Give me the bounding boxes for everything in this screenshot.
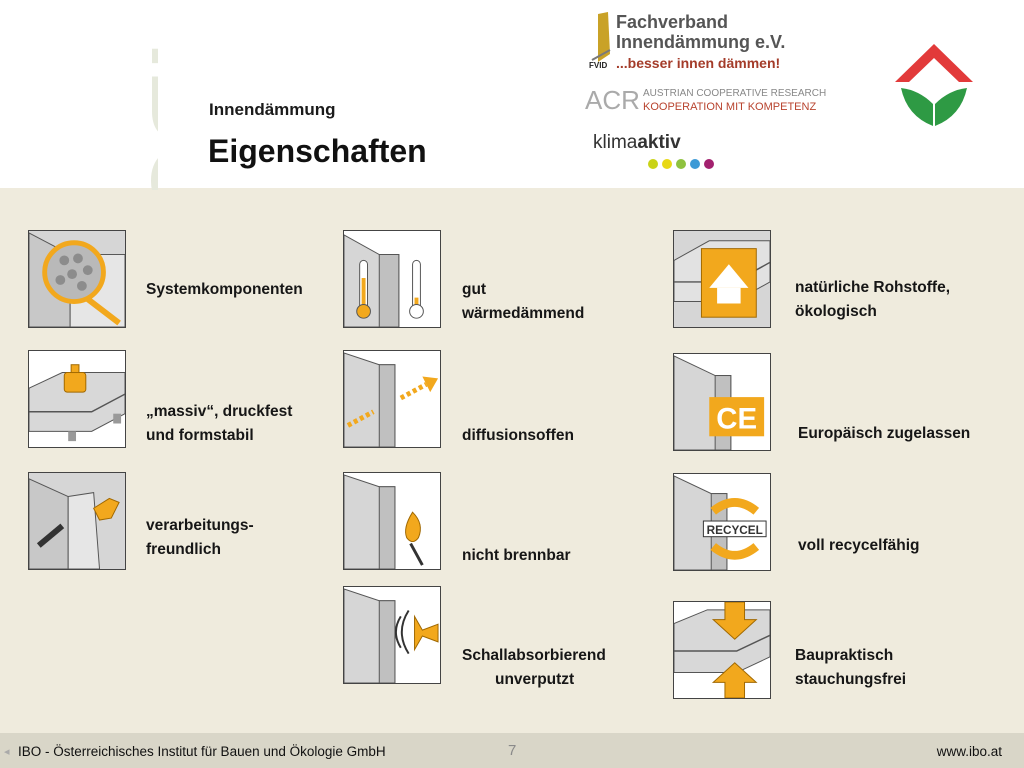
property-label: „massiv“, druckfest und formstabil [146,403,293,444]
red-green-house-logo [895,44,973,126]
property-label: nicht brennbar [462,547,571,564]
compression-arrows-icon [673,601,771,699]
property-label: Baupraktisch stauchungsfrei [795,647,907,688]
property-label: gut wärmedämmend [462,281,585,322]
svg-text:RECYCEL: RECYCEL [707,524,763,537]
page-number: 7 [508,742,517,759]
svg-text:klimaaktiv: klimaaktiv [593,132,681,153]
sound-horn-icon [343,586,441,684]
svg-text:...besser innen dämmen!: ...besser innen dämmen! [616,55,780,71]
fvid-logo: FVID Fachverband Innendämmung e.V. ...be… [589,12,785,71]
ibo-watermark: IBO [130,42,158,190]
svg-text:FVID: FVID [589,61,607,70]
slide-subtitle: Innendämmung [209,100,336,119]
eco-label-icon [673,230,771,328]
recycle-icon: RECYCEL [673,473,771,571]
svg-text:IBO: IBO [130,42,158,190]
svg-text:KOOPERATION MIT KOMPETENZ: KOOPERATION MIT KOMPETENZ [643,101,816,113]
property-label: Systemkomponenten [146,281,303,298]
svg-text:AUSTRIAN COOPERATIVE RESEARCH: AUSTRIAN COOPERATIVE RESEARCH [643,88,826,99]
weight-icon [28,350,126,448]
slide-footer: ◂ IBO - Österreichisches Institut für Ba… [0,733,1024,768]
svg-text:ACR: ACR [585,85,640,114]
footer-organization: IBO - Österreichisches Institut für Baue… [18,744,386,759]
properties-grid: Systemkomponenten „massiv“, druckfest un… [0,188,1024,733]
thermometer-icon [343,230,441,328]
footer-website[interactable]: www.ibo.at [936,744,1002,759]
property-label: Schallabsorbierend unverputzt [462,647,606,688]
magnifier-icon [28,230,126,328]
acr-logo: ACR AUSTRIAN COOPERATIVE RESEARCH KOOPER… [585,85,826,114]
slide-header: IBO Innendämmung Eigenschaften FVID Fach… [0,0,1024,190]
flame-icon [343,472,441,570]
property-label: diffusionsoffen [462,427,574,444]
property-label: Europäisch zugelassen [798,425,971,442]
svg-text:CE: CE [716,402,757,435]
ce-mark-icon: CE [673,353,771,451]
svg-text:Fachverband: Fachverband [616,12,728,32]
svg-text:Innendämmung e.V.: Innendämmung e.V. [616,32,785,52]
slide-title: Eigenschaften [208,133,427,169]
diffusion-arrow-icon [343,350,441,448]
saw-icon [28,472,126,570]
property-label: natürliche Rohstoffe, ökologisch [795,279,951,320]
footer-mark: ◂ [4,746,10,758]
klimaaktiv-logo: klimaaktiv [593,132,714,169]
property-label: voll recycelfähig [798,537,920,554]
property-label: verarbeitungs- freundlich [146,517,254,558]
